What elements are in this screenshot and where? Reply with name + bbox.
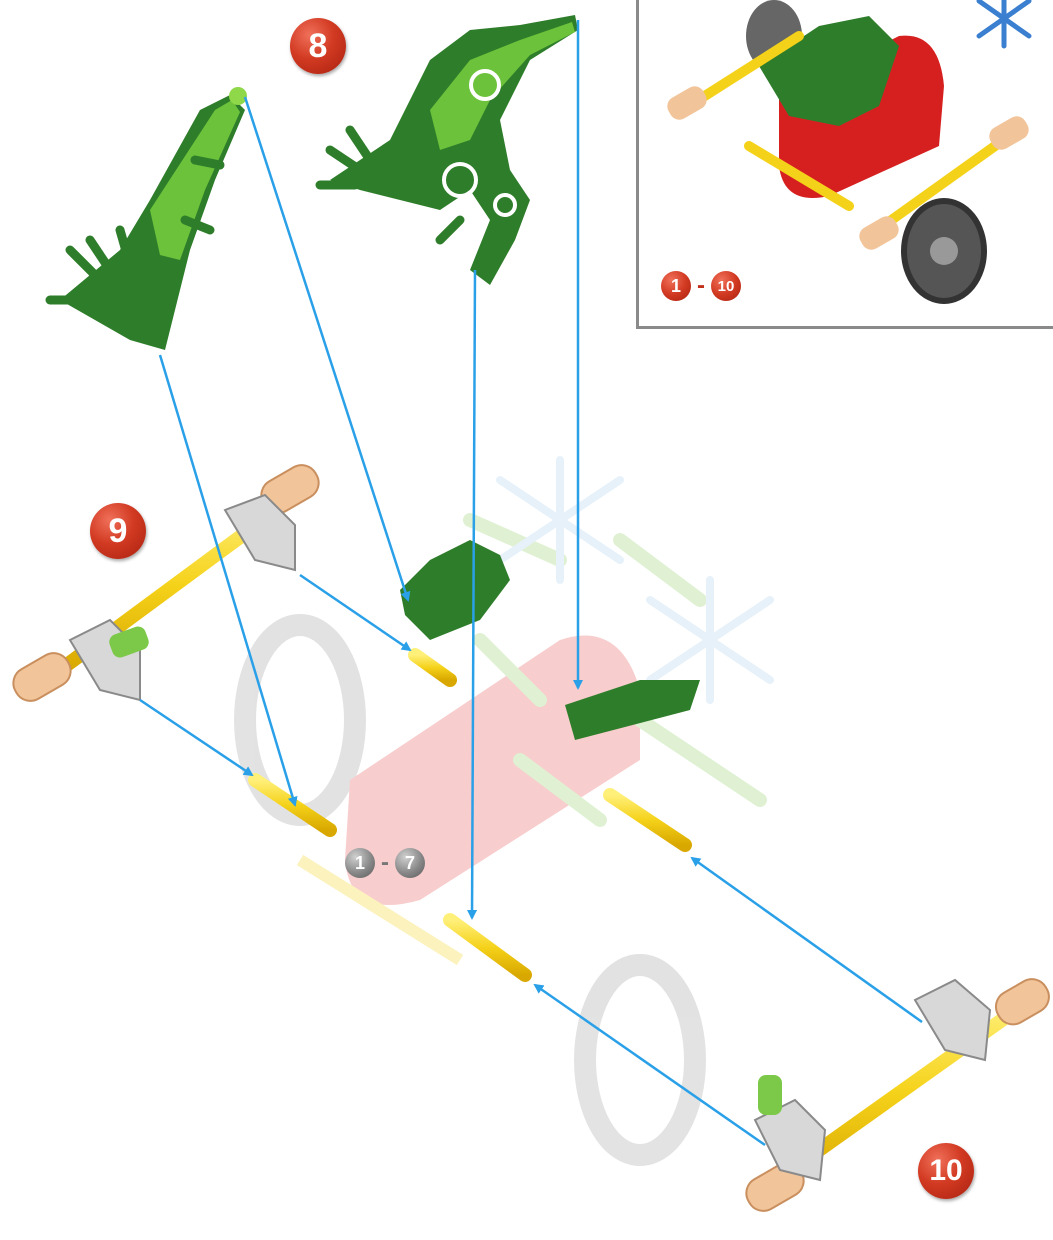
inset-step-range: 1 - 10 <box>661 271 741 301</box>
inset-hub <box>930 237 958 265</box>
green-arm-right <box>320 15 578 285</box>
range-dash: - <box>697 272 705 300</box>
green-arm-left <box>50 87 247 350</box>
inset-tan-cap <box>664 83 711 124</box>
step-9-badge: 9 <box>90 503 146 559</box>
green-connector <box>758 1075 782 1115</box>
range-start-badge: 1 <box>345 848 375 878</box>
axle-assembly-right <box>741 973 1053 1216</box>
tan-end-cap <box>8 647 77 706</box>
arrow <box>692 858 922 1022</box>
yellow-rod-model <box>450 920 525 975</box>
grey-connector <box>915 980 990 1060</box>
yellow-rod-model <box>415 655 450 680</box>
green-mount-top <box>400 540 510 640</box>
yellow-rod-model <box>610 795 685 845</box>
range-dash: - <box>381 849 389 877</box>
step-10-badge: 10 <box>918 1143 974 1199</box>
faded-model <box>245 460 770 1155</box>
range-end-badge: 10 <box>711 271 741 301</box>
range-end-badge: 7 <box>395 848 425 878</box>
connector-tip <box>229 87 247 105</box>
model-step-range: 1 - 7 <box>345 848 425 878</box>
axle-assembly-left <box>8 459 325 706</box>
step-8-badge: 8 <box>290 18 346 74</box>
faded-wheel-right <box>585 965 695 1155</box>
arrow <box>535 985 765 1145</box>
inset-preview: 1 - 10 <box>636 0 1053 329</box>
range-start-badge: 1 <box>661 271 691 301</box>
